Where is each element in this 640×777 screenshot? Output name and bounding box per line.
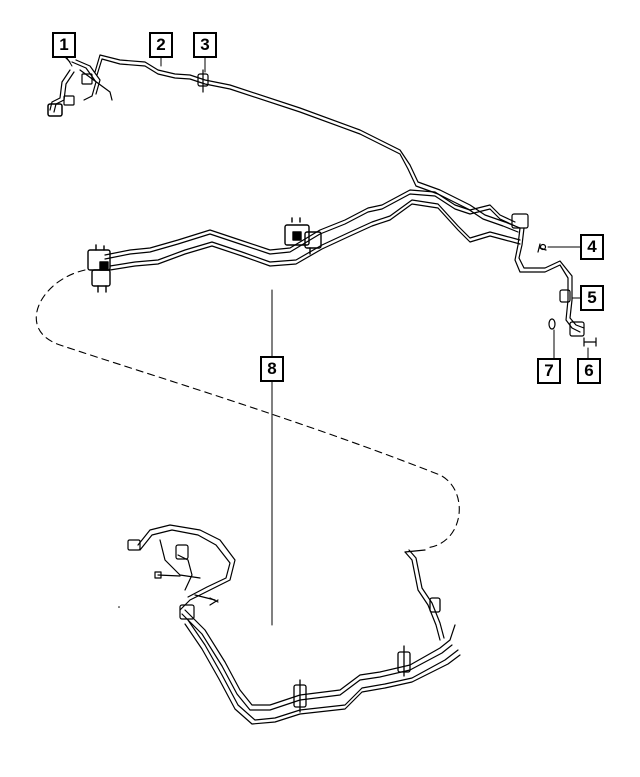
- part-1-hose-assembly: [47, 55, 113, 117]
- center-junction-block: [284, 217, 322, 255]
- callout-7: 7: [537, 358, 561, 384]
- left-junction-block: [87, 244, 111, 293]
- callout-3: 3: [193, 32, 217, 58]
- lower-clips: [293, 597, 441, 713]
- callout-4: 4: [580, 234, 604, 260]
- leader-lines: [66, 53, 589, 626]
- callout-5: 5: [580, 285, 604, 311]
- callout-8: 8: [260, 356, 284, 382]
- lower-brake-tube-assembly: [181, 549, 461, 725]
- callout-2: 2: [149, 32, 173, 58]
- rear-hose-assembly: [511, 213, 597, 347]
- middle-brake-tubes: [104, 189, 521, 271]
- dashed-connection-loop: [35, 269, 460, 549]
- lower-left-fitting-cluster: [127, 524, 236, 620]
- callout-1: 1: [52, 32, 76, 58]
- part-3-clip: [197, 69, 209, 93]
- callout-6: 6: [577, 358, 601, 384]
